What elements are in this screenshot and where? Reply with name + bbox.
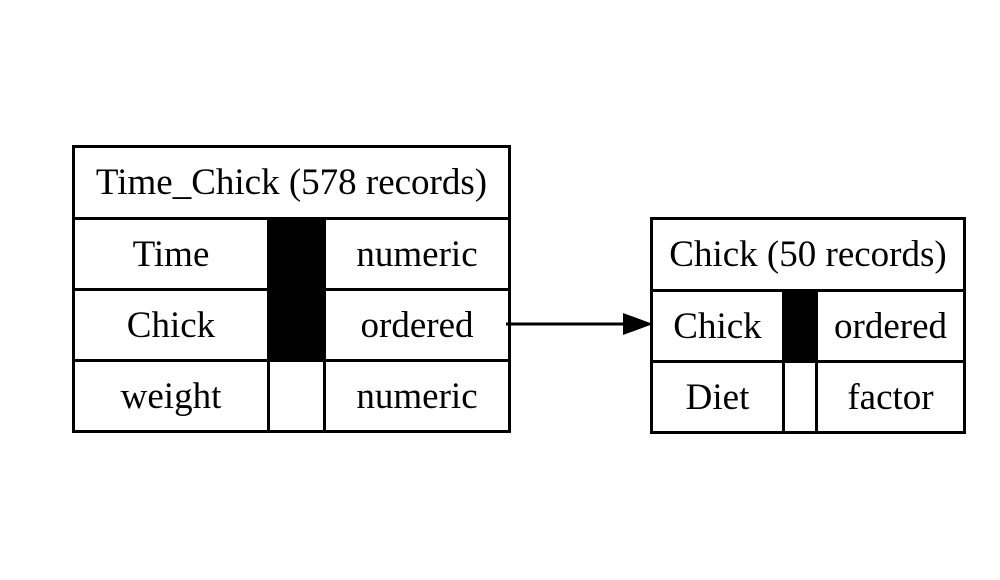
table-title-chick: Chick (50 records) [649,217,967,292]
column-type-weight: numeric [322,359,512,433]
column-name-diet: Diet [650,360,785,434]
relation-arrowhead-icon [623,313,653,335]
non-key-indicator-diet [782,360,818,434]
column-name-chick-left: Chick [72,288,270,362]
column-type-chick-right: ordered [814,289,967,363]
column-type-time: numeric [322,217,512,291]
non-key-indicator-weight [267,359,326,433]
column-type-diet: factor [814,360,967,434]
column-type-chick-left: ordered [322,288,512,362]
column-name-time: Time [72,217,270,291]
primary-key-indicator-time [267,217,326,291]
table-row: weight numeric [72,359,512,433]
column-name-weight: weight [72,359,270,433]
entity-table-chick: Chick (50 records) Chick ordered Diet fa… [649,217,967,434]
table-row: Diet factor [650,360,967,434]
entity-table-time-chick: Time_Chick (578 records) Time numeric Ch… [71,145,512,433]
primary-key-indicator-chick-right [782,289,818,363]
table-row: Chick ordered [650,289,967,363]
table-row: Time numeric [72,217,512,291]
table-row: Chick ordered [72,288,512,362]
primary-key-indicator-chick-left [267,288,326,362]
relation-arrow [506,313,653,335]
table-row: Time_Chick (578 records) [71,145,512,220]
column-name-chick-right: Chick [650,289,785,363]
table-row: Chick (50 records) [649,217,967,292]
table-title-time-chick: Time_Chick (578 records) [71,145,512,220]
